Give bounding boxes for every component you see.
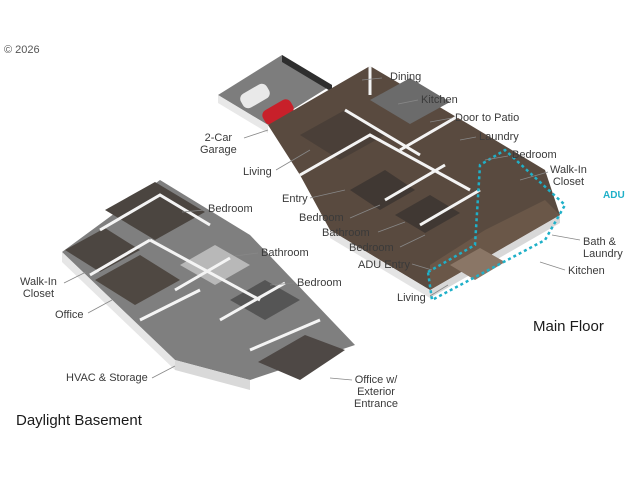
leader-garage [243,129,269,139]
wall-segment [399,113,461,152]
leader-hvac [151,365,176,379]
wall-segment [139,288,201,322]
label-garage: 2-Car Garage [200,132,237,156]
wall-segment [99,193,211,232]
leader-kitchen [397,99,419,105]
garage-back-wall [282,55,332,92]
wall-segment [344,108,421,157]
leader-bathroom [377,221,406,233]
wall-segment [419,188,481,227]
bsmt-bedroom-floor [105,182,205,240]
label-living-main: Living [243,166,272,178]
bsmt-bedroom2-floor [230,280,300,320]
basement-interior-walls [89,193,321,352]
bedroom-floor-1 [350,170,415,210]
label-door-to-patio: Door to Patio [455,112,520,124]
car-red [262,99,294,125]
label-living-adu: Living [397,292,426,304]
basement-front-wall [62,252,175,370]
leader-entry [309,189,346,199]
label-dining: Dining [390,71,422,83]
label-laundry: Laundry [479,131,519,143]
leader-closet [519,171,549,181]
bsmt-office-floor [95,255,180,305]
label-bsmt-office: Office [55,309,84,321]
main-floor-title: Main Floor [533,318,604,335]
wall-segment [299,133,471,192]
leader-patio [429,117,453,123]
label-bsmt-bathroom: Bathroom [261,247,309,259]
label-office-exterior: Office w/ Exterior Entrance [354,374,399,410]
basement-title: Daylight Basement [16,412,142,429]
label-kitchen-main: Kitchen [421,94,458,106]
leader-bath-laundry [551,234,581,241]
wall-segment [219,281,286,322]
label-bsmt-bedroom-1: Bedroom [208,203,253,215]
leader-kitchen-adu [539,261,566,271]
bsmt-closet-floor [65,228,140,272]
label-walk-in-closet-main: Walk-In Closet [550,164,587,188]
leader-bsmt-bedroom2 [269,282,295,286]
basement-model [62,180,355,390]
leader-laundry [459,136,477,141]
label-kitchen-adu: Kitchen [568,265,605,277]
label-bedroom-top: Bedroom [512,149,557,161]
garage-wall [218,95,268,133]
label-entry: Entry [282,193,308,205]
label-bath-laundry: Bath & Laundry [583,236,623,260]
label-bedroom-main-2: Bedroom [349,242,394,254]
adu-outline [426,148,567,302]
leader-bedroom-1 [349,204,381,219]
bsmt-office-ext-floor [258,335,345,380]
label-bathroom-main: Bathroom [322,227,370,239]
leader-dining [361,77,383,81]
wall-segment [249,318,321,352]
leader-adu-entry [411,263,433,271]
leader-bsmt-closet [63,271,87,284]
wall-segment [174,256,231,292]
wall-segment [89,238,151,277]
leader-office [87,299,113,314]
interior-walls [299,66,481,227]
leader-lines [63,77,581,381]
leader-living [275,149,311,171]
leader-bsmt-bedroom [181,209,206,213]
leader-bedroom-top [484,155,509,161]
wall-segment [149,238,261,302]
label-adu-entry: ADU Entry [358,259,410,271]
label-bsmt-bedroom-2: Bedroom [297,277,342,289]
wall-segment [384,163,446,202]
adu-tag: ADU [603,190,625,201]
leader-living-adu [429,284,449,297]
adu-living-rug [450,248,505,280]
main-floor-model [218,55,567,302]
leader-bsmt-bathroom [234,252,259,257]
basement-right-wall [175,360,250,390]
label-bsmt-walk-in-closet: Walk-In Closet [20,276,57,300]
leader-bedroom-2 [399,234,426,248]
leader-office-ext [329,377,353,381]
label-bedroom-main-1: Bedroom [299,212,344,224]
label-hvac-storage: HVAC & Storage [66,372,148,384]
car-white [240,83,270,109]
bedroom-floor-2 [395,195,460,233]
main-floor-front-wall [330,230,430,298]
kitchen-floor [370,78,450,124]
copyright-text: © 2026 [4,44,40,56]
